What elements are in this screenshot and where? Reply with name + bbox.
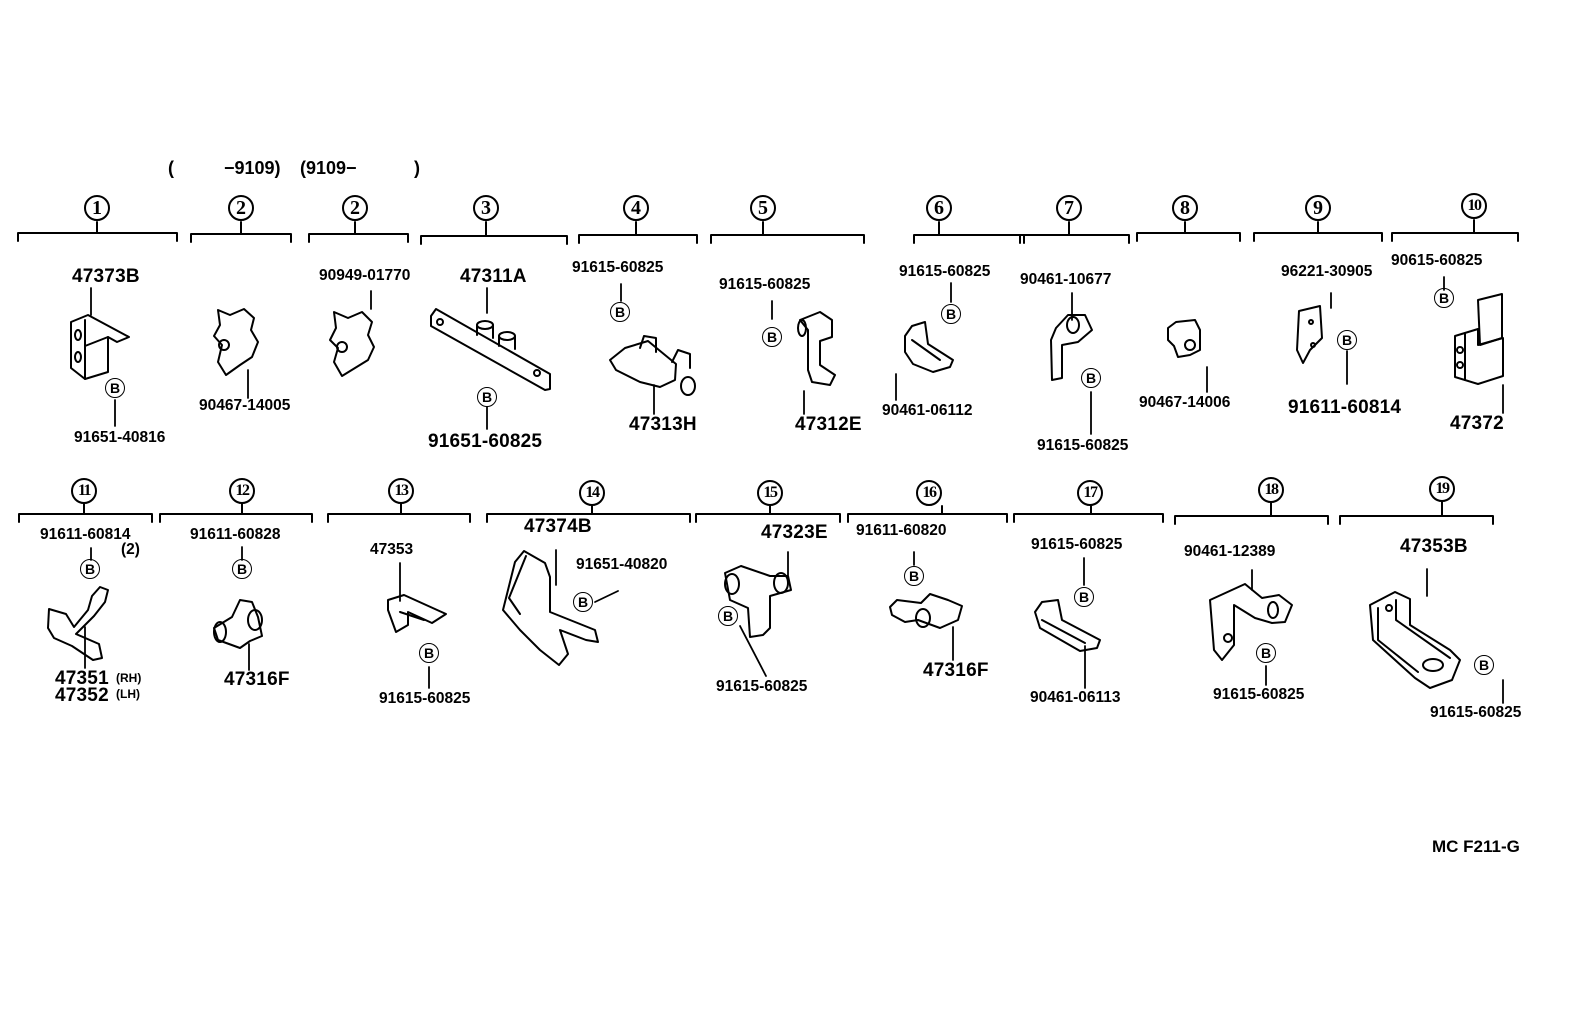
bolt-symbol-3: B (477, 387, 497, 407)
part-number-91611-60828[interactable]: 91611-60828 (190, 526, 281, 543)
leader-lines-row2 (84, 546, 1504, 704)
ref-number-9: 9 (1305, 195, 1331, 221)
part-number-91615-60825-g7[interactable]: 91615-60825 (1037, 437, 1129, 454)
ref-number-18: 18 (1258, 477, 1284, 503)
bolt-symbol-13: B (419, 643, 439, 663)
part-number-91611-60820[interactable]: 91611-60820 (856, 522, 947, 539)
bolt-symbol-12: B (232, 559, 252, 579)
ref-number-14: 14 (579, 480, 605, 506)
part-number-91615-60825-g5[interactable]: 91615-60825 (719, 276, 811, 293)
part-number-91615-60825-g19[interactable]: 91615-60825 (1430, 704, 1522, 721)
bolt-symbol-14: B (573, 592, 593, 612)
date-range-close-paren: ) (414, 158, 420, 178)
part-number-90467-14006[interactable]: 90467-14006 (1139, 394, 1231, 411)
part-number-91615-60825-g4[interactable]: 91615-60825 (572, 259, 664, 276)
bolt-symbol-16: B (904, 566, 924, 586)
part-number-90461-06112[interactable]: 90461-06112 (882, 402, 973, 419)
part-number-91615-60825-g15[interactable]: 91615-60825 (716, 678, 808, 695)
part-number-47316F-g12[interactable]: 47316F (224, 669, 290, 690)
date-range-from-label: (9109− (300, 158, 357, 178)
bolt-symbol-19: B (1474, 655, 1494, 675)
part-number-91651-60825[interactable]: 91651-60825 (428, 431, 543, 452)
part-number-91611-60814-g11[interactable]: 91611-60814 (40, 526, 131, 543)
part-number-47373B[interactable]: 47373B (72, 266, 140, 287)
side-label-rh: (RH) (116, 671, 142, 685)
part-number-91615-60825-g13[interactable]: 91615-60825 (379, 690, 471, 707)
part-number-91651-40820[interactable]: 91651-40820 (576, 556, 668, 573)
part-number-47352[interactable]: 47352 (55, 685, 109, 706)
ref-number-6: 6 (926, 195, 952, 221)
ref-number-13: 13 (388, 478, 414, 504)
ref-number-12: 12 (229, 478, 255, 504)
part-number-90467-14005[interactable]: 90467-14005 (199, 397, 291, 414)
date-range-open-paren: ( (168, 158, 174, 178)
part-number-91611-60814-g9[interactable]: 91611-60814 (1288, 397, 1402, 418)
part-number-91615-60825-g6[interactable]: 91615-60825 (899, 263, 991, 280)
date-range-until-label: −9109) (224, 158, 281, 178)
ref-number-2b: 2 (342, 195, 368, 221)
ref-number-10: 10 (1461, 193, 1487, 219)
part-number-47323E[interactable]: 47323E (761, 522, 828, 543)
bolt-symbol-18: B (1256, 643, 1276, 663)
bolt-symbol-10: B (1434, 288, 1454, 308)
part-number-90949-01770[interactable]: 90949-01770 (319, 267, 411, 284)
ref-number-16: 16 (916, 480, 942, 506)
illustration-reference-code: MC F211-G (1432, 837, 1520, 856)
part-number-47353[interactable]: 47353 (370, 541, 414, 558)
bolt-symbol-9: B (1337, 330, 1357, 350)
part-number-91651-40816[interactable]: 91651-40816 (74, 429, 166, 446)
ref-number-1: 1 (84, 195, 110, 221)
part-number-90461-06113[interactable]: 90461-06113 (1030, 689, 1121, 706)
part-number-47313H[interactable]: 47313H (629, 414, 697, 435)
part-number-90461-10677[interactable]: 90461-10677 (1020, 271, 1112, 288)
ref-number-5: 5 (750, 195, 776, 221)
bolt-symbol-4: B (610, 302, 630, 322)
part-number-47311A[interactable]: 47311A (460, 266, 527, 287)
part-number-47353B[interactable]: 47353B (1400, 536, 1468, 557)
part-number-47312E[interactable]: 47312E (795, 414, 862, 435)
ref-number-4: 4 (623, 195, 649, 221)
part-number-91615-60825-g17[interactable]: 91615-60825 (1031, 536, 1123, 553)
ref-number-8: 8 (1172, 195, 1198, 221)
group-brackets-row2 (18, 501, 1494, 525)
bolt-symbol-17: B (1074, 587, 1094, 607)
bolt-symbol-5: B (762, 327, 782, 347)
group-brackets-row1 (17, 219, 1519, 245)
ref-number-19: 19 (1429, 476, 1455, 502)
part-number-90461-12389[interactable]: 90461-12389 (1184, 543, 1276, 560)
ref-number-7: 7 (1056, 195, 1082, 221)
part-number-47372[interactable]: 47372 (1450, 413, 1504, 434)
ref-number-17: 17 (1077, 480, 1103, 506)
ref-number-2a: 2 (228, 195, 254, 221)
part-number-47374B[interactable]: 47374B (524, 516, 592, 537)
bolt-symbol-6: B (941, 304, 961, 324)
part-number-96221-30905[interactable]: 96221-30905 (1281, 263, 1373, 280)
bolt-symbol-7: B (1081, 368, 1101, 388)
part-number-47351[interactable]: 47351 (55, 668, 109, 689)
bolt-symbol-1: B (105, 378, 125, 398)
bolt-symbol-11: B (80, 559, 100, 579)
part-number-90615-60825[interactable]: 90615-60825 (1391, 252, 1483, 269)
ref-number-3: 3 (473, 195, 499, 221)
quantity-note-11: (2) (121, 541, 140, 558)
bolt-symbol-15: B (718, 606, 738, 626)
side-label-lh: (LH) (116, 687, 140, 701)
ref-number-15: 15 (757, 480, 783, 506)
part-number-47316F-g16[interactable]: 47316F (923, 660, 989, 681)
part-number-91615-60825-g18[interactable]: 91615-60825 (1213, 686, 1305, 703)
part-drawings (47, 293, 1504, 689)
ref-number-11: 11 (71, 478, 97, 504)
